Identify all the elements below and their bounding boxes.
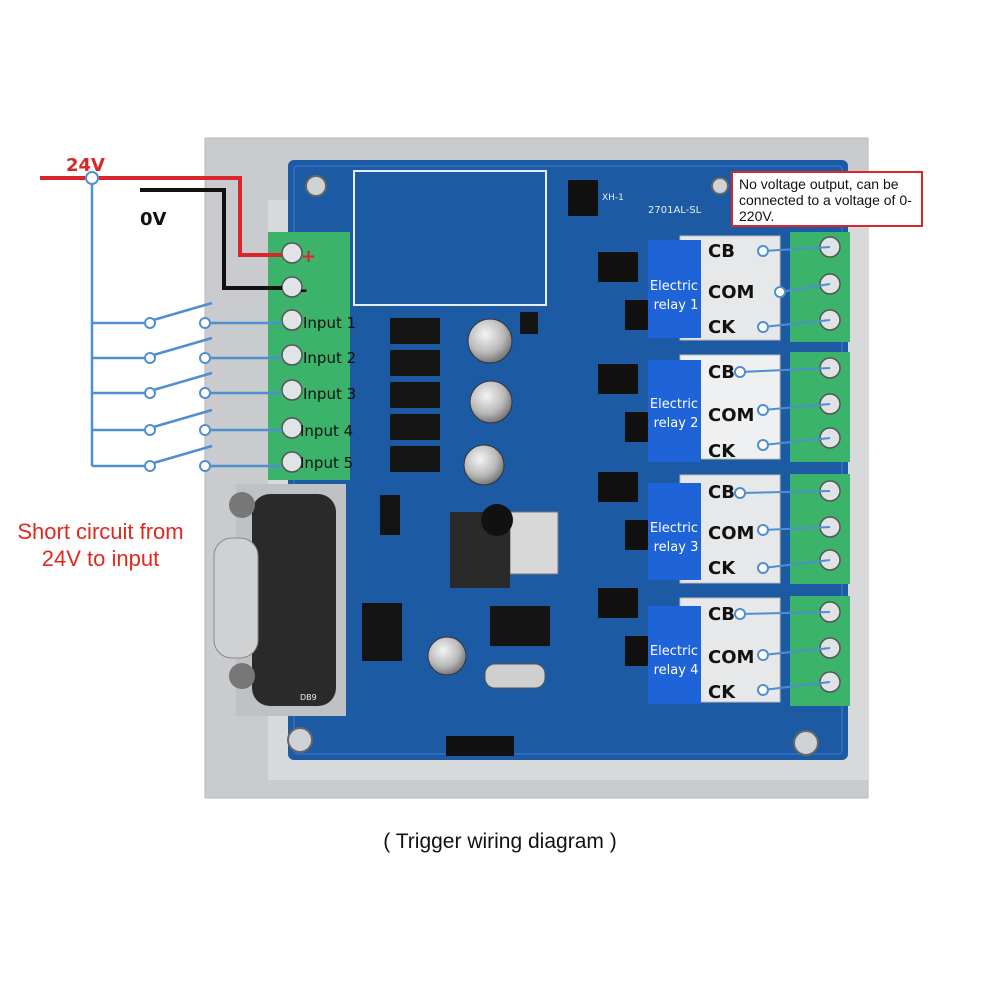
relay-1-ck: CK bbox=[708, 317, 736, 338]
relay-1-cb: CB bbox=[708, 241, 735, 262]
negative-wire bbox=[140, 188, 282, 290]
crystal bbox=[484, 663, 546, 689]
relay-4-line2: relay 4 bbox=[654, 663, 699, 678]
relay-output-wiring bbox=[739, 246, 831, 691]
output-voltage-note: No voltage output, can be connected to a… bbox=[731, 171, 923, 227]
negative-label: 0V bbox=[140, 209, 167, 230]
input-label-3: Input 3 bbox=[303, 385, 356, 403]
relay-2-com: COM bbox=[708, 405, 754, 426]
relay-3-ck: CK bbox=[708, 558, 736, 579]
input-label-4: Input 4 bbox=[300, 422, 353, 440]
relay-4-com: COM bbox=[708, 647, 754, 668]
svg-text:DB9: DB9 bbox=[300, 693, 317, 702]
relay-3-cb: CB bbox=[708, 482, 735, 503]
switch-contacts bbox=[144, 317, 211, 472]
input-switch-wiring bbox=[90, 184, 282, 468]
ics bbox=[362, 312, 550, 661]
transistors bbox=[598, 252, 651, 666]
positive-wire bbox=[40, 176, 282, 257]
top-module bbox=[353, 170, 547, 306]
regulator bbox=[509, 511, 559, 575]
relay-4-cb: CB bbox=[708, 604, 735, 625]
plus-sign: + bbox=[301, 246, 316, 267]
short-circuit-note: Short circuit from 24V to input bbox=[8, 518, 193, 572]
optocouplers bbox=[390, 318, 440, 472]
relay-1-line1: Electric bbox=[650, 279, 698, 294]
input-label-2: Input 2 bbox=[303, 349, 356, 367]
relay-4-line1: Electric bbox=[650, 644, 698, 659]
relay-2-line1: Electric bbox=[650, 397, 698, 412]
input-terminal-block bbox=[268, 232, 350, 480]
db9-connector: DB9 bbox=[213, 484, 346, 716]
relay-3-com: COM bbox=[708, 523, 754, 544]
short-circuit-line-2: 24V to input bbox=[41, 546, 160, 571]
relay-label-boxes bbox=[648, 240, 701, 704]
positive-label: 24V bbox=[66, 155, 105, 176]
relay-3-line2: relay 3 bbox=[654, 540, 699, 555]
capacitors bbox=[427, 318, 513, 676]
model-mark: 2701AL-SL bbox=[648, 205, 702, 216]
relay-3-line1: Electric bbox=[650, 521, 698, 536]
input-label-5: Input 5 bbox=[300, 454, 353, 472]
relay-terminal-dots bbox=[734, 245, 786, 696]
power-wires bbox=[40, 171, 282, 290]
relay-1-line2: relay 1 bbox=[654, 298, 699, 313]
header-mark: XH-1 bbox=[602, 193, 624, 203]
relay-2-ck: CK bbox=[708, 441, 736, 462]
short-circuit-line-1: Short circuit from bbox=[17, 519, 184, 544]
relay-2-line2: relay 2 bbox=[654, 416, 699, 431]
mounting-screws bbox=[287, 175, 819, 756]
relay-2-cb: CB bbox=[708, 362, 735, 383]
minus-sign: - bbox=[300, 280, 307, 301]
pin-header bbox=[446, 736, 514, 756]
input-label-1: Input 1 bbox=[303, 314, 356, 332]
relay-1-com: COM bbox=[708, 282, 754, 303]
output-terminal-blocks bbox=[790, 232, 850, 706]
relay-4-ck: CK bbox=[708, 682, 736, 703]
diagram-caption: ( Trigger wiring diagram ) bbox=[383, 830, 617, 853]
